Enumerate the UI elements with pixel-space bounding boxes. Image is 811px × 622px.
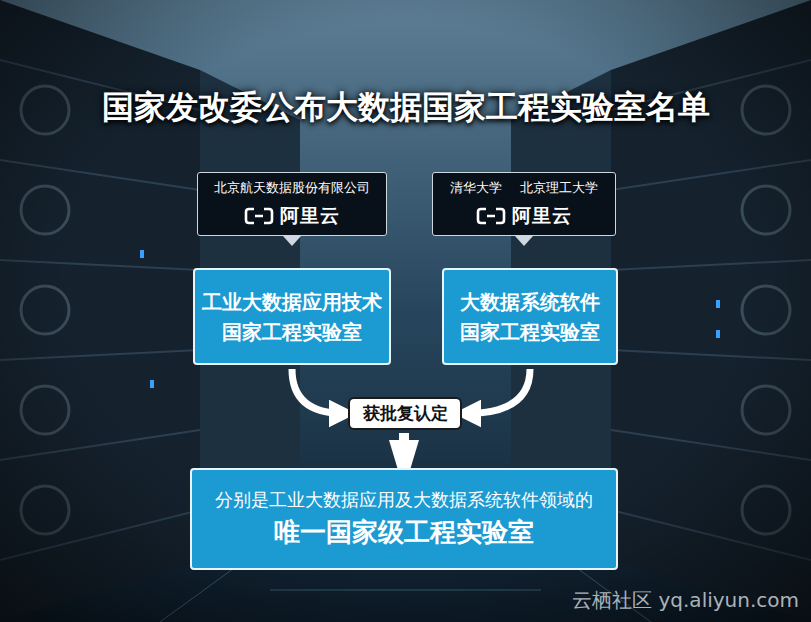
approval-badge: 获批复认定 — [348, 397, 462, 430]
box-text: 大数据系统软件 国家工程实验室 — [450, 287, 610, 347]
partner-box: 清华大学北京理工大学阿里云 — [432, 172, 616, 236]
diagram-title: 国家发改委公布大数据国家工程实验室名单 — [0, 86, 811, 130]
box-text: 北京航天数据股份有限公司 — [214, 179, 370, 197]
text-row: 唯一国家级工程实验室 — [274, 513, 534, 552]
lab-box: 大数据系统软件 国家工程实验室 — [442, 268, 618, 365]
text-row: 获批复认定 — [363, 402, 448, 425]
flow-arrow — [466, 369, 530, 414]
result-box: 分别是工业大数据应用及大数据系统软件领域的唯一国家级工程实验室 — [190, 468, 618, 570]
box-text: 阿里云 — [512, 203, 572, 229]
partner-box: 北京航天数据股份有限公司阿里云 — [197, 172, 387, 236]
box-text: 阿里云 — [280, 203, 340, 229]
lab-box: 工业大数据应用技术 国家工程实验室 — [193, 268, 391, 365]
box-text: 北京理工大学 — [520, 179, 598, 197]
text-row: 工业大数据应用技术 国家工程实验室 — [201, 287, 383, 347]
cloud-logo-icon — [476, 207, 506, 225]
flow-arrow — [292, 369, 344, 414]
watermark: 云栖社区 yq.aliyun.com — [572, 587, 799, 614]
text-row: 清华大学北京理工大学 — [450, 179, 598, 197]
text-row: 北京航天数据股份有限公司 — [214, 179, 370, 197]
box-text: 获批复认定 — [363, 402, 448, 425]
text-row: 大数据系统软件 国家工程实验室 — [450, 287, 610, 347]
text-row: 分别是工业大数据应用及大数据系统软件领域的 — [215, 486, 593, 513]
flow-arrow — [399, 433, 409, 465]
callout-tail — [515, 236, 533, 246]
cloud-logo-icon — [244, 207, 274, 225]
callout-tail — [283, 236, 301, 246]
box-text: 分别是工业大数据应用及大数据系统软件领域的 — [215, 486, 593, 513]
box-text: 唯一国家级工程实验室 — [274, 513, 534, 552]
box-text: 工业大数据应用技术 国家工程实验室 — [201, 287, 383, 347]
box-text: 清华大学 — [450, 179, 502, 197]
text-row: 阿里云 — [476, 203, 572, 229]
text-row: 阿里云 — [244, 203, 340, 229]
